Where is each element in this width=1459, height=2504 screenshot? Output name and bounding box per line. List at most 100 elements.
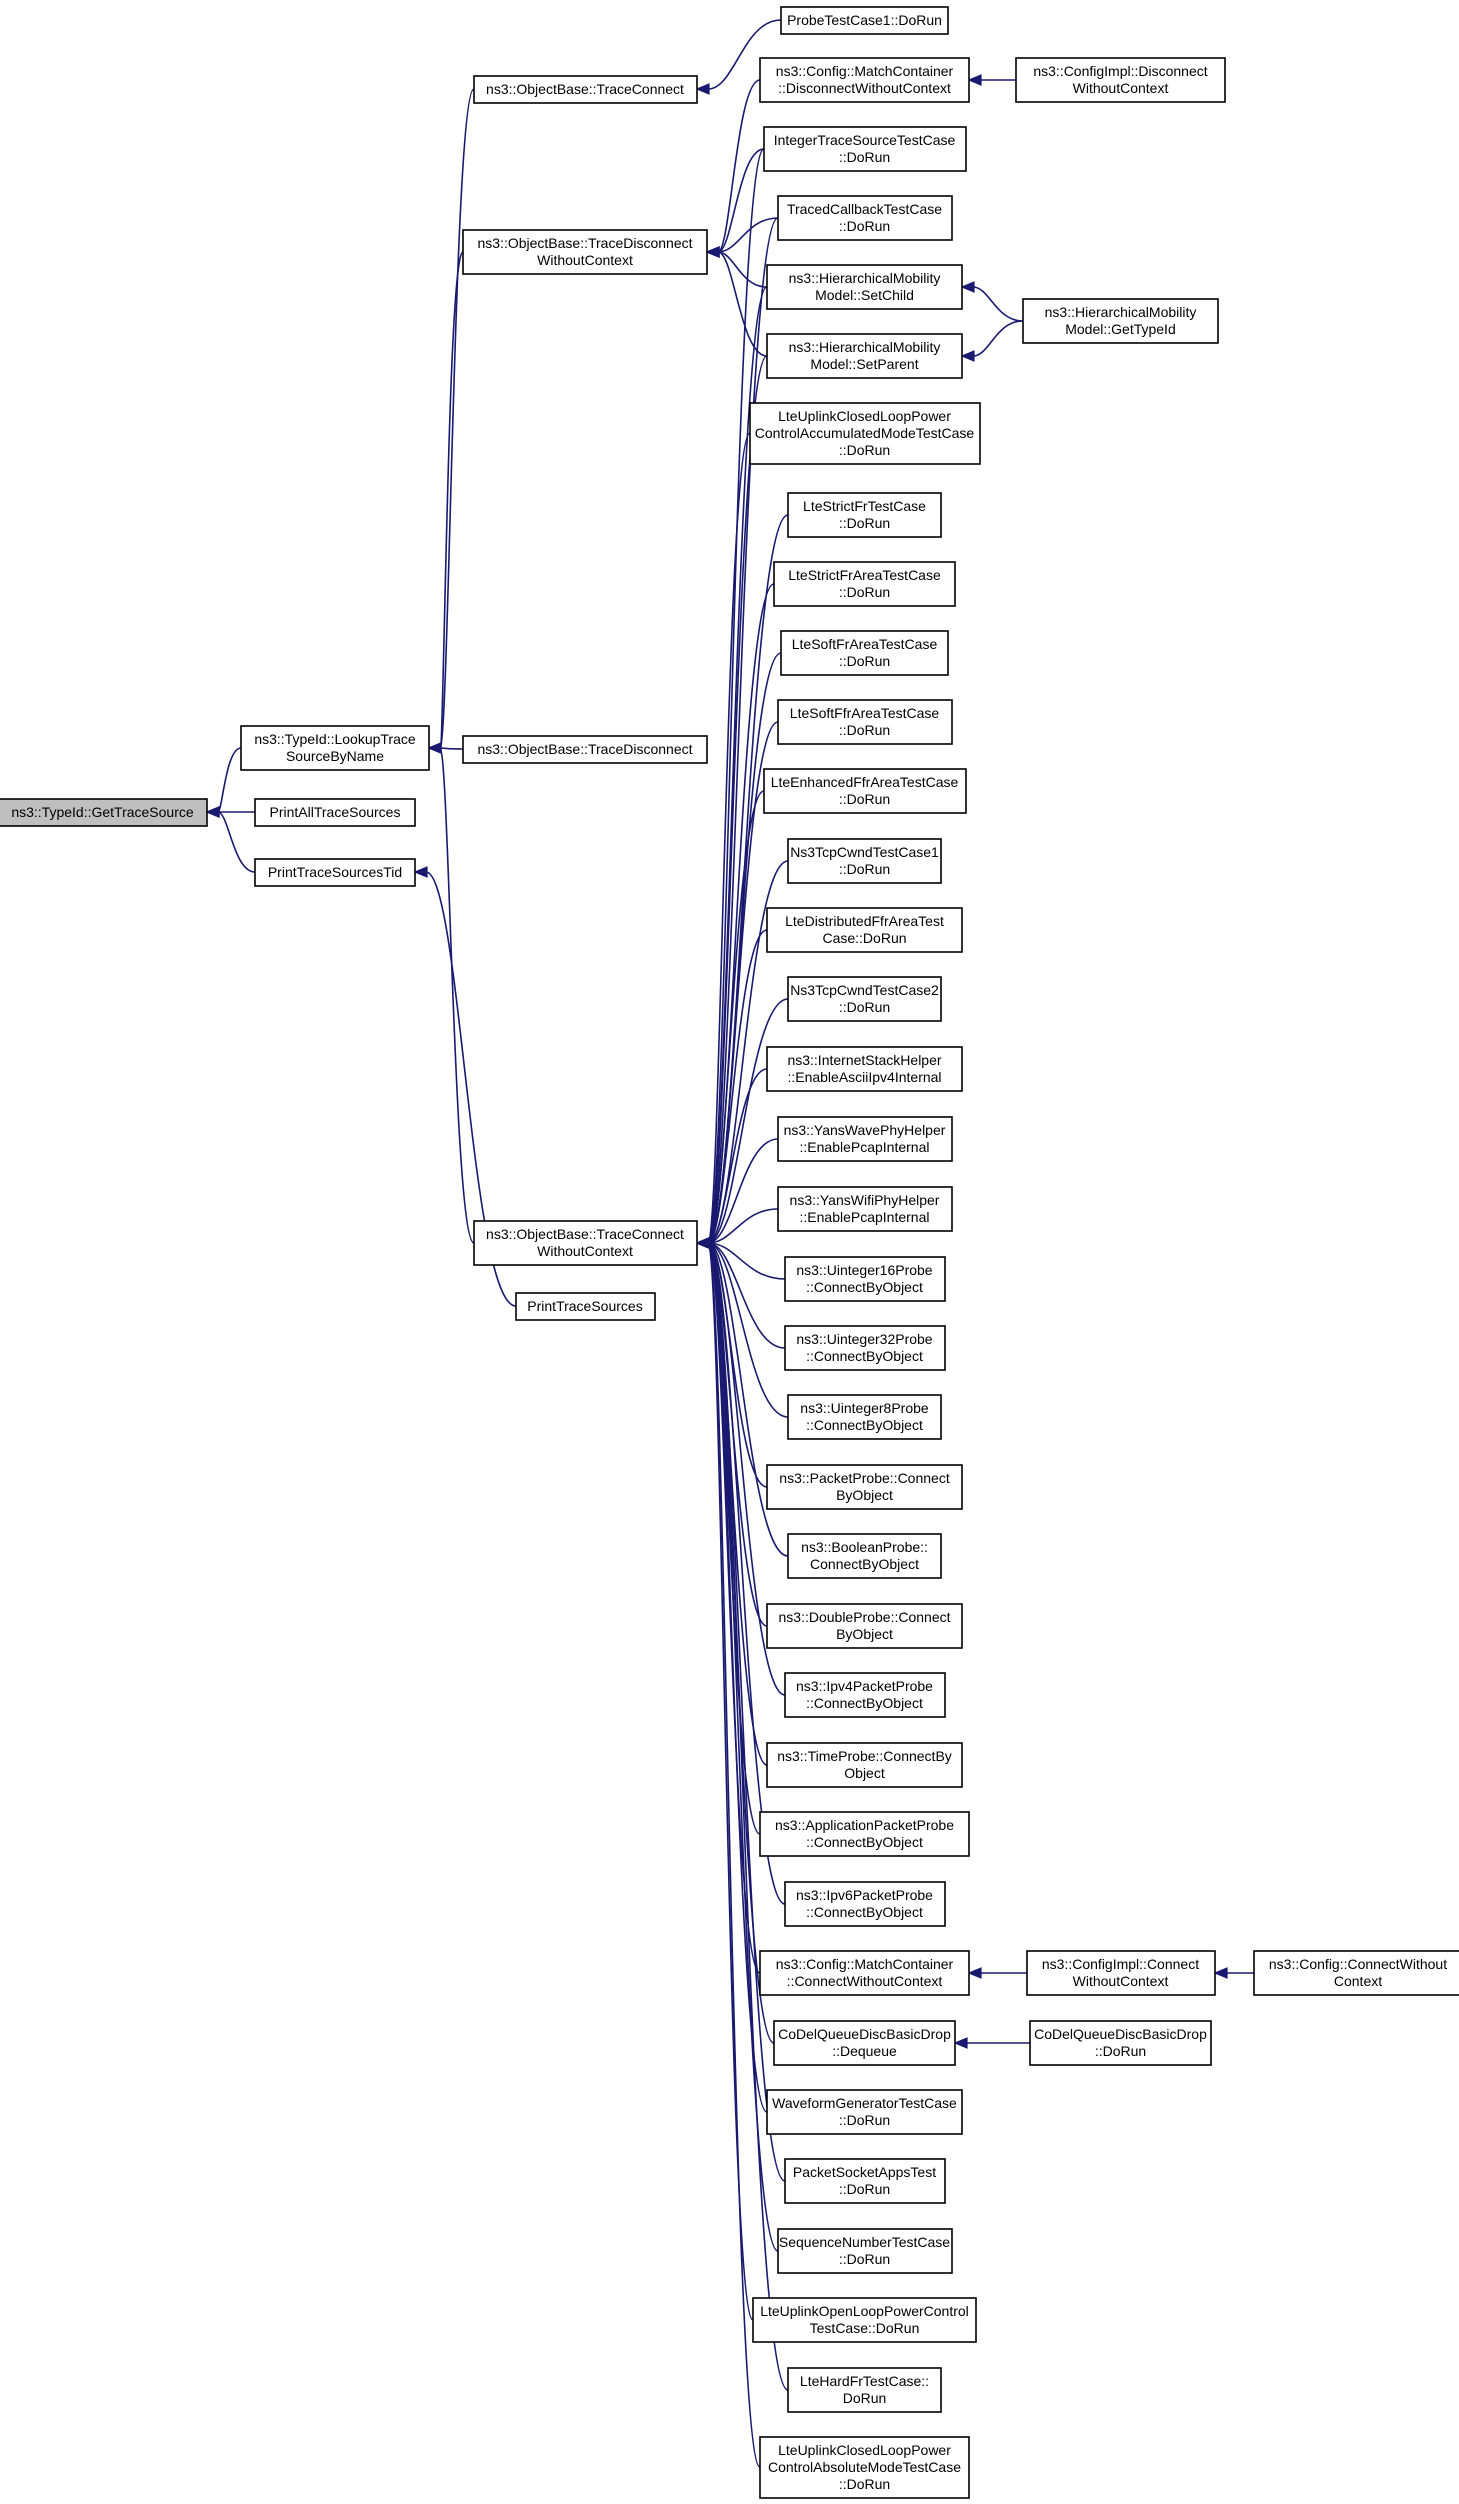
node-objbase-trace-connect[interactable]: ns3::ObjectBase::TraceConnect xyxy=(473,75,698,104)
node-box xyxy=(473,75,698,104)
node-get-trace-source[interactable]: ns3::TypeId::GetTraceSource xyxy=(0,798,208,827)
arrowhead xyxy=(953,2037,968,2049)
node-ns3-tcp-cwnd-2[interactable]: Ns3TcpCwndTestCase2::DoRun xyxy=(787,976,942,1022)
node-box xyxy=(784,1325,946,1371)
node-ipv4-packet-probe[interactable]: ns3::Ipv4PacketProbe::ConnectByObject xyxy=(784,1672,946,1718)
node-label-line: WithoutContext xyxy=(1073,80,1169,96)
node-lte-uplink-open-loop[interactable]: LteUplinkOpenLoopPowerControlTestCase::D… xyxy=(752,2297,977,2343)
node-box xyxy=(777,195,953,241)
node-lte-uplink-closed-abs[interactable]: LteUplinkClosedLoopPowerControlAbsoluteM… xyxy=(759,2436,970,2499)
node-box xyxy=(787,1533,942,1579)
node-label-line: ::DoRun xyxy=(839,442,890,458)
edge-line xyxy=(425,871,517,1307)
node-configimpl-disconnect-wc[interactable]: ns3::ConfigImpl::DisconnectWithoutContex… xyxy=(1015,57,1226,103)
node-lte-soft-ffr-area[interactable]: LteSoftFfrAreaTestCase::DoRun xyxy=(777,699,953,745)
node-codel-dorun[interactable]: CoDelQueueDiscBasicDrop::DoRun xyxy=(1029,2020,1212,2066)
node-uinteger8-probe[interactable]: ns3::Uinteger8Probe::ConnectByObject xyxy=(787,1394,942,1440)
node-packet-socket-apps-test[interactable]: PacketSocketAppsTest::DoRun xyxy=(784,2158,946,2204)
edge-layer xyxy=(205,19,1254,2468)
node-time-probe[interactable]: ns3::TimeProbe::ConnectByObject xyxy=(766,1742,963,1788)
node-lte-hard-fr[interactable]: LteHardFrTestCase::DoRun xyxy=(787,2367,942,2413)
node-yans-wifi-phy-helper[interactable]: ns3::YansWifiPhyHelper::EnablePcapIntern… xyxy=(777,1186,953,1232)
node-ipv6-packet-probe[interactable]: ns3::Ipv6PacketProbe::ConnectByObject xyxy=(784,1881,946,1927)
node-label-line: ns3::Ipv4PacketProbe xyxy=(796,1678,933,1694)
node-packet-probe[interactable]: ns3::PacketProbe::ConnectByObject xyxy=(766,1464,963,1510)
edge-print-trace-sources-to-print-trace-sources-tid xyxy=(413,866,517,1307)
node-hier-set-parent[interactable]: ns3::HierarchicalMobilityModel::SetParen… xyxy=(766,333,963,379)
node-label-line: ns3::Ipv6PacketProbe xyxy=(796,1887,933,1903)
node-lte-strict-fr[interactable]: LteStrictFrTestCase::DoRun xyxy=(787,492,942,538)
node-label-line: ::DoRun xyxy=(839,2112,890,2128)
node-probe-test-case1[interactable]: ProbeTestCase1::DoRun xyxy=(780,6,949,35)
node-box xyxy=(766,1464,963,1510)
node-label-line: ::DoRun xyxy=(839,2251,890,2267)
node-box xyxy=(784,1672,946,1718)
node-boolean-probe[interactable]: ns3::BooleanProbe::ConnectByObject xyxy=(787,1533,942,1579)
node-box xyxy=(759,57,970,103)
node-configimpl-connect-wc[interactable]: ns3::ConfigImpl::ConnectWithoutContext xyxy=(1026,1950,1216,1996)
node-box xyxy=(240,725,430,771)
node-label-line: ns3::Config::MatchContainer xyxy=(776,1956,954,1972)
node-print-trace-sources[interactable]: PrintTraceSources xyxy=(515,1292,656,1321)
node-label-line: IntegerTraceSourceTestCase xyxy=(774,132,956,148)
node-double-probe[interactable]: ns3::DoubleProbe::ConnectByObject xyxy=(766,1603,963,1649)
arrowhead xyxy=(427,742,442,754)
arrowhead xyxy=(967,74,982,86)
node-label-line: Model::GetTypeId xyxy=(1065,321,1176,337)
node-label-line: ns3::Uinteger16Probe xyxy=(796,1262,932,1278)
node-print-trace-sources-tid[interactable]: PrintTraceSourcesTid xyxy=(254,858,416,887)
node-waveform-generator-test[interactable]: WaveformGeneratorTestCase::DoRun xyxy=(766,2089,963,2135)
node-lte-uplink-closed-accum[interactable]: LteUplinkClosedLoopPowerControlAccumulat… xyxy=(749,402,981,465)
node-application-packet-probe[interactable]: ns3::ApplicationPacketProbe::ConnectByOb… xyxy=(759,1811,970,1857)
edge-config-connect-wc-to-configimpl-connect-wc xyxy=(1213,1967,1254,1979)
node-lte-enhanced-ffr-area[interactable]: LteEnhancedFfrAreaTestCase::DoRun xyxy=(763,768,967,814)
node-sequence-number-test[interactable]: SequenceNumberTestCase::DoRun xyxy=(777,2228,953,2274)
node-label-line: ByObject xyxy=(836,1487,893,1503)
edge-line xyxy=(707,432,751,1244)
node-box xyxy=(784,1256,946,1302)
node-label-line: ::DoRun xyxy=(839,999,890,1015)
node-codel-dequeue[interactable]: CoDelQueueDiscBasicDrop::Dequeue xyxy=(773,2020,956,2066)
node-match-container-connect-wc[interactable]: ns3::Config::MatchContainer::ConnectWith… xyxy=(759,1950,970,1996)
node-uinteger32-probe[interactable]: ns3::Uinteger32Probe::ConnectByObject xyxy=(784,1325,946,1371)
edge-hier-get-type-id-to-hier-set-child xyxy=(960,281,1024,322)
node-traced-callback-test[interactable]: TracedCallbackTestCase::DoRun xyxy=(777,195,953,241)
node-label-line: WithoutContext xyxy=(537,1243,633,1259)
node-box xyxy=(780,630,949,676)
node-box xyxy=(759,2436,970,2499)
node-box xyxy=(752,2297,977,2343)
edge-line xyxy=(707,148,765,1244)
node-lte-soft-fr-area[interactable]: LteSoftFrAreaTestCase::DoRun xyxy=(780,630,949,676)
node-label-line: ::Dequeue xyxy=(832,2043,897,2059)
node-hier-get-type-id[interactable]: ns3::HierarchicalMobilityModel::GetTypeI… xyxy=(1022,298,1219,344)
node-lte-strict-fr-area[interactable]: LteStrictFrAreaTestCase::DoRun xyxy=(773,561,956,607)
node-print-all-trace-sources[interactable]: PrintAllTraceSources xyxy=(254,798,416,827)
edge-line xyxy=(707,1208,779,1244)
node-integer-trace-source-test[interactable]: IntegerTraceSourceTestCase::DoRun xyxy=(763,126,967,172)
node-objbase-trace-disconnect-wc[interactable]: ns3::ObjectBase::TraceDisconnectWithoutC… xyxy=(462,229,708,275)
node-config-connect-wc[interactable]: ns3::Config::ConnectWithoutContext xyxy=(1253,1950,1459,1996)
node-yans-wave-phy-helper[interactable]: ns3::YansWavePhyHelper::EnablePcapIntern… xyxy=(777,1116,953,1162)
node-objbase-trace-disconnect[interactable]: ns3::ObjectBase::TraceDisconnect xyxy=(462,735,708,764)
node-box xyxy=(766,1603,963,1649)
node-uinteger16-probe[interactable]: ns3::Uinteger16Probe::ConnectByObject xyxy=(784,1256,946,1302)
edge-line xyxy=(717,217,779,253)
node-objbase-trace-connect-wc[interactable]: ns3::ObjectBase::TraceConnectWithoutCont… xyxy=(473,1220,698,1266)
edge-line xyxy=(707,1242,779,2252)
edge-line xyxy=(707,1242,786,1905)
node-ns3-tcp-cwnd-1[interactable]: Ns3TcpCwndTestCase1::DoRun xyxy=(787,838,942,884)
node-label-line: SequenceNumberTestCase xyxy=(779,2234,950,2250)
node-label-line: ControlAccumulatedModeTestCase xyxy=(755,425,975,441)
node-internet-stack-helper[interactable]: ns3::InternetStackHelper::EnableAsciiIpv… xyxy=(766,1046,963,1092)
node-box xyxy=(766,264,963,310)
edge-line xyxy=(707,19,782,90)
node-label-line: LteDistributedFfrAreaTest xyxy=(785,913,944,929)
node-label-line: ns3::HierarchicalMobility xyxy=(1045,304,1197,320)
node-label-line: ::DisconnectWithoutContext xyxy=(778,80,951,96)
node-label-line: ::DoRun xyxy=(839,722,890,738)
node-match-container-disconnect-wc[interactable]: ns3::Config::MatchContainer::DisconnectW… xyxy=(759,57,970,103)
node-box xyxy=(766,907,963,953)
